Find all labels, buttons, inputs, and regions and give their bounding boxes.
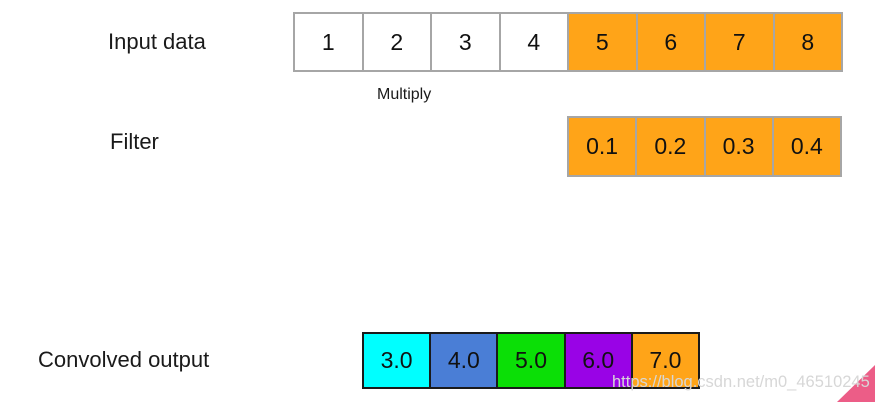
input-data-cell: 1 <box>295 14 362 70</box>
input-data-cell: 3 <box>430 14 499 70</box>
filter-cell: 0.2 <box>635 118 704 175</box>
output-cell: 4.0 <box>429 334 497 387</box>
input-data-cell: 8 <box>772 14 841 70</box>
input-data-cell: 7 <box>704 14 773 70</box>
input-data-label: Input data <box>108 29 206 54</box>
input-data-cell: 4 <box>498 14 567 70</box>
filter-cell: 0.4 <box>771 118 840 175</box>
multiply-label: Multiply <box>377 86 432 103</box>
filter-cell: 0.3 <box>703 118 772 175</box>
output-cell: 6.0 <box>563 334 631 387</box>
output-cell: 3.0 <box>364 334 430 387</box>
convolved-output-label: Convolved output <box>38 347 210 372</box>
filter-label: Filter <box>110 129 159 154</box>
output-cell: 7.0 <box>630 334 699 387</box>
input-data-cell: 6 <box>635 14 704 70</box>
watermark-url: https://blog.csdn.net/m0_46510245 <box>612 373 870 391</box>
output-cell: 5.0 <box>496 334 564 387</box>
input-data-cell: 2 <box>361 14 430 70</box>
filter-cell: 0.1 <box>569 118 636 175</box>
input-data-cell: 5 <box>567 14 636 70</box>
